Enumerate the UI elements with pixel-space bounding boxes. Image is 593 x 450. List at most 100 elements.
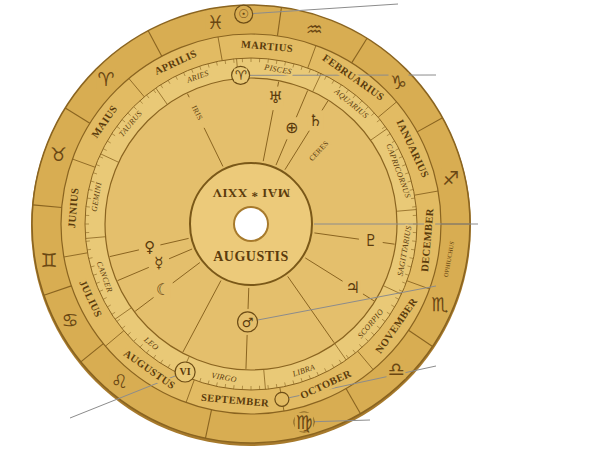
degree-tick xyxy=(371,113,374,116)
planet-symbol: ♂ xyxy=(241,315,255,328)
month-separator xyxy=(358,351,373,369)
degree-tick xyxy=(377,326,380,329)
degree-tick xyxy=(216,62,218,66)
degree-tick xyxy=(225,384,227,388)
zodiac-name: SAGITTARIUS xyxy=(396,224,413,278)
degree-tick xyxy=(128,113,131,116)
leader-lines xyxy=(70,4,478,422)
marker-circle xyxy=(232,66,250,84)
zodiac-glyph: ♊ xyxy=(40,250,59,269)
month-separator xyxy=(378,102,396,117)
degree-tick xyxy=(402,282,406,283)
degree-tick xyxy=(87,249,91,251)
degree-tick xyxy=(192,69,193,73)
planet-symbol: ♇ xyxy=(363,233,379,249)
degree-tick xyxy=(242,58,243,62)
marker-circle xyxy=(235,5,253,23)
degree-tick xyxy=(251,58,252,62)
planet-spoke xyxy=(276,139,287,165)
degree-tick xyxy=(93,173,97,174)
degree-tick xyxy=(317,372,319,376)
planet-spoke xyxy=(118,267,149,280)
hub-hole xyxy=(235,208,267,240)
degree-tick xyxy=(293,380,294,384)
sign-separator xyxy=(409,330,433,346)
leader-line xyxy=(314,224,478,225)
degree-tick xyxy=(86,206,90,207)
degree-tick xyxy=(91,266,95,267)
callout-number: VI xyxy=(179,367,192,377)
marker-circle xyxy=(238,312,258,332)
month-name: DECEMBER xyxy=(420,206,436,273)
degree-tick xyxy=(251,386,252,390)
degree-tick xyxy=(346,355,348,358)
degree-tick xyxy=(112,134,115,136)
month-separator xyxy=(105,331,123,346)
month-separator xyxy=(129,78,144,96)
planet-spoke xyxy=(314,233,359,239)
degree-tick xyxy=(382,319,385,321)
degree-tick xyxy=(391,305,394,307)
degree-tick xyxy=(91,181,95,182)
degree-tick xyxy=(122,120,125,123)
planet-spoke xyxy=(135,297,153,311)
degree-tick xyxy=(128,332,131,335)
sign-separator xyxy=(81,344,104,362)
month-separator xyxy=(218,37,222,61)
zodiac-separator xyxy=(101,154,119,162)
degree-tick xyxy=(161,360,163,363)
degree-tick xyxy=(93,274,97,275)
planet-spoke xyxy=(173,263,200,283)
hub-outline xyxy=(189,162,313,286)
planet-symbol: ♄ xyxy=(307,113,323,129)
month-name: SEPTEMBER xyxy=(200,393,271,410)
zodiac-glyph: ♓ xyxy=(206,13,225,32)
zodiac-glyph: ♌ xyxy=(110,372,129,391)
month-name: AUGUSTUS xyxy=(120,348,177,392)
zodiac-glyph: ♋ xyxy=(60,311,79,330)
month-separator xyxy=(64,253,88,257)
zodiac-glyph: ♉ xyxy=(49,144,68,163)
degree-tick xyxy=(147,95,150,98)
sign-separator xyxy=(33,205,62,208)
degree-tick xyxy=(183,72,185,76)
zodiac-glyph: ♐ xyxy=(441,168,460,187)
degree-tick xyxy=(325,76,327,80)
disc-shadow xyxy=(31,6,471,446)
degree-tick xyxy=(325,368,327,372)
degree-tick xyxy=(366,107,369,110)
degree-tick xyxy=(382,126,385,128)
sign-separator xyxy=(352,38,367,63)
planet-spoke xyxy=(322,101,328,110)
sign-separator xyxy=(148,31,162,57)
body-name: CERES xyxy=(307,138,331,163)
degree-tick xyxy=(301,66,302,70)
zodiac-glyph: ♑ xyxy=(389,72,408,91)
degree-tick xyxy=(301,378,302,382)
marker-circles xyxy=(175,5,314,432)
degree-tick xyxy=(371,332,374,335)
zodiac-name: GEMINI xyxy=(91,181,104,214)
degree-tick xyxy=(293,64,294,68)
spokes xyxy=(110,82,395,369)
degree-tick xyxy=(284,62,286,66)
zodiac-name: CANCER xyxy=(95,260,114,295)
degree-tick xyxy=(242,386,243,390)
degree-tick xyxy=(284,382,286,386)
degree-tick xyxy=(99,156,103,158)
planet-symbol: ♅ xyxy=(267,90,283,106)
sign-separator xyxy=(65,108,90,123)
degree-tick xyxy=(411,198,415,200)
zodiac-separator xyxy=(335,344,346,360)
planet-symbol: ⊕ xyxy=(284,120,299,136)
zodiac-glyph: ♒ xyxy=(305,20,324,39)
degree-tick xyxy=(267,385,268,389)
degree-tick xyxy=(225,60,227,64)
degree-tick xyxy=(309,69,310,73)
degree-tick xyxy=(412,206,416,207)
marker-circle xyxy=(275,392,289,406)
month-separator xyxy=(72,159,95,167)
degree-tick xyxy=(200,66,201,70)
degree-tick xyxy=(85,232,89,233)
planet-symbol: ♃ xyxy=(345,280,361,296)
